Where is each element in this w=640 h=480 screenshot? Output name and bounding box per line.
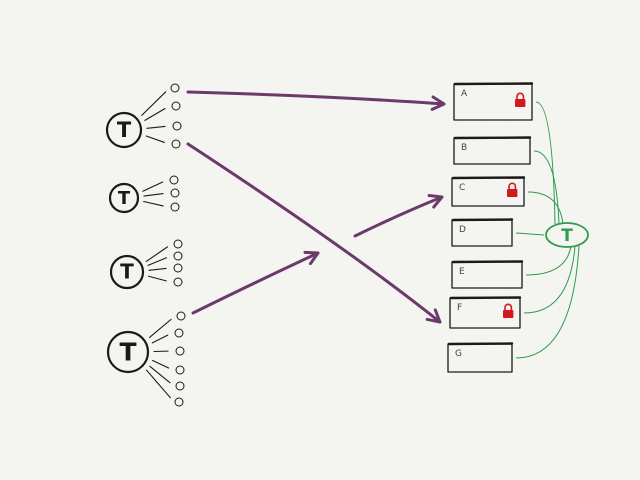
small-circle bbox=[175, 365, 185, 375]
fan-line bbox=[148, 275, 167, 282]
connector-g bbox=[515, 245, 580, 359]
small-circle bbox=[173, 277, 183, 287]
small-circle bbox=[173, 263, 183, 273]
left-node-4: T bbox=[106, 311, 186, 407]
connector-d bbox=[515, 232, 545, 236]
connector-a bbox=[535, 101, 556, 225]
small-circle bbox=[172, 121, 182, 131]
fan-line bbox=[143, 193, 164, 197]
box-f: F bbox=[449, 296, 522, 329]
lock-icon bbox=[515, 92, 526, 107]
box-top-edge bbox=[453, 82, 534, 86]
fan-line bbox=[141, 91, 167, 116]
fan-line bbox=[148, 318, 172, 338]
box-top-edge bbox=[449, 296, 522, 300]
box-b: B bbox=[453, 136, 532, 165]
node-glyph: T bbox=[119, 337, 136, 366]
node-circle bbox=[109, 254, 145, 290]
fan-line bbox=[146, 125, 166, 129]
node-circle bbox=[108, 182, 140, 214]
green-connectors bbox=[515, 101, 580, 359]
arrow-node1-to-box-a bbox=[186, 90, 446, 111]
small-circle bbox=[174, 397, 184, 407]
node-circle bbox=[105, 111, 143, 149]
small-circle bbox=[176, 311, 186, 321]
connector-e bbox=[525, 245, 572, 276]
left-node-group: T T T T bbox=[105, 83, 186, 407]
connector-c bbox=[527, 191, 564, 225]
left-node-3: T bbox=[109, 239, 183, 290]
arrow-line bbox=[191, 251, 320, 315]
fan-line bbox=[144, 107, 166, 121]
fan-line bbox=[152, 359, 170, 369]
small-circle bbox=[170, 83, 180, 93]
small-circle bbox=[170, 202, 180, 212]
lock-icon bbox=[503, 303, 514, 318]
small-circle bbox=[173, 239, 183, 249]
box-c: C bbox=[451, 176, 526, 207]
fan-line bbox=[143, 200, 164, 207]
left-node-1: T bbox=[105, 83, 182, 149]
box-label: G bbox=[455, 349, 462, 359]
fan-line bbox=[148, 267, 167, 271]
box-g: G bbox=[447, 342, 514, 373]
arrow-node1-to-box-f bbox=[186, 142, 442, 324]
arrow-head-icon bbox=[430, 95, 446, 111]
fan-line bbox=[145, 246, 169, 262]
arrow-line bbox=[186, 90, 446, 106]
right-node-glyph: T bbox=[561, 226, 573, 246]
box-top-edge bbox=[447, 342, 514, 346]
box-label: B bbox=[461, 143, 467, 153]
small-circle bbox=[170, 188, 180, 198]
arrow-node4-to-box-c bbox=[353, 193, 444, 238]
box-label: E bbox=[459, 267, 465, 277]
small-circle bbox=[175, 346, 185, 356]
small-circle bbox=[169, 175, 179, 185]
purple-arrows bbox=[186, 90, 446, 324]
arrow-line bbox=[186, 142, 442, 324]
box-label: A bbox=[461, 89, 468, 99]
lock-icon bbox=[507, 182, 518, 197]
connector-f bbox=[523, 245, 576, 314]
box-top-edge bbox=[451, 260, 524, 264]
node-circle bbox=[106, 330, 150, 374]
fan-line bbox=[149, 365, 171, 384]
fan-line bbox=[151, 334, 169, 344]
arrow-head-icon bbox=[425, 308, 442, 324]
box-top-edge bbox=[451, 176, 526, 180]
node-glyph: T bbox=[118, 188, 131, 209]
node-glyph: T bbox=[117, 118, 132, 142]
node-glyph: T bbox=[120, 260, 134, 284]
fan-line bbox=[147, 257, 168, 266]
arrow-head-icon bbox=[303, 250, 320, 266]
connector-b bbox=[533, 150, 560, 225]
small-circle bbox=[171, 139, 181, 149]
small-circle bbox=[173, 251, 183, 261]
fan-line bbox=[142, 181, 164, 192]
arrow-node4-segment bbox=[191, 250, 320, 315]
box-stack: A B C D E F G bbox=[447, 82, 534, 373]
arrow-head-icon bbox=[427, 193, 444, 209]
box-label: D bbox=[459, 225, 466, 235]
left-node-2: T bbox=[108, 175, 180, 214]
box-label: F bbox=[457, 303, 462, 313]
arrow-line bbox=[353, 195, 444, 238]
box-a: A bbox=[453, 82, 534, 121]
right-node-group: T bbox=[545, 222, 589, 248]
small-circle bbox=[171, 101, 181, 111]
box-e: E bbox=[451, 260, 524, 289]
box-label: C bbox=[459, 183, 465, 193]
small-circle bbox=[175, 381, 185, 391]
fan-line bbox=[145, 135, 165, 143]
box-top-edge bbox=[451, 218, 514, 222]
box-d: D bbox=[451, 218, 514, 247]
small-circle bbox=[174, 328, 184, 338]
fan-line bbox=[146, 369, 171, 399]
right-node-ellipse bbox=[545, 222, 589, 248]
box-top-edge bbox=[453, 136, 532, 140]
